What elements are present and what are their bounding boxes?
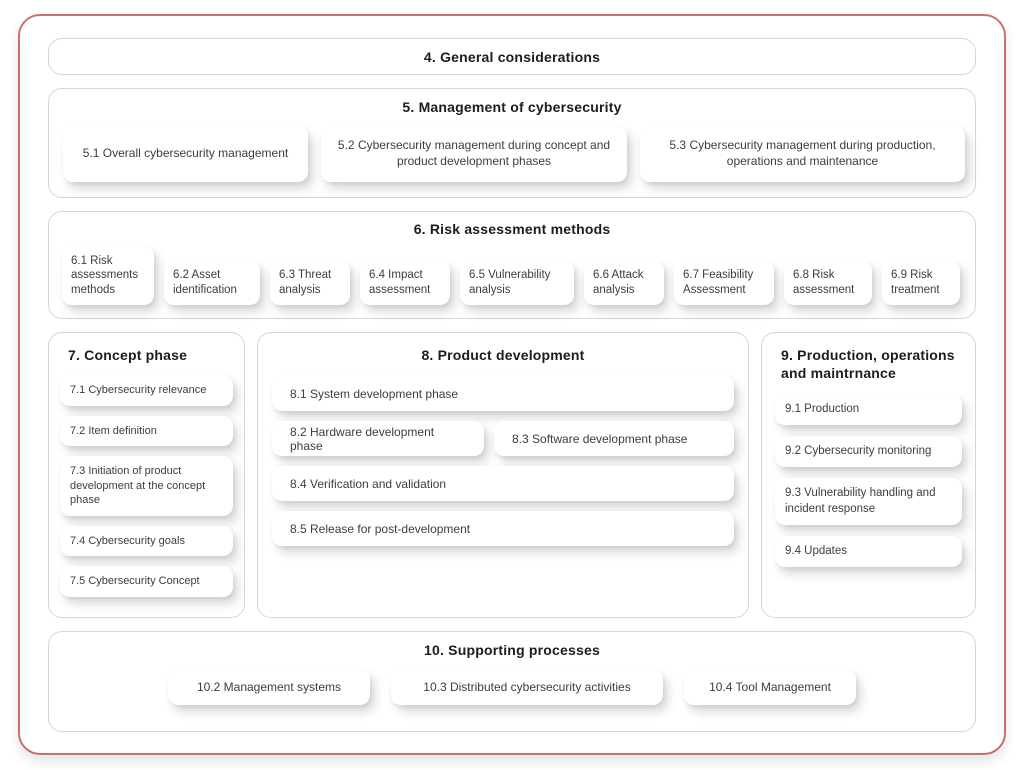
clause-card-10-3: 10.3 Distributed cybersecurity activitie… [391,669,663,705]
section-5-cards-row: 5.1 Overall cybersecurity management 5.2… [63,126,965,182]
section-7-cards-column: 7.1 Cybersecurity relevance 7.2 Item def… [60,375,233,597]
section-6-title: 6. Risk assessment methods [413,221,611,237]
clause-card-9-1: 9.1 Production [775,394,962,426]
clause-card-6-8: 6.8 Risk assessment [784,260,872,306]
section-management-of-cybersecurity: 5. Management of cybersecurity 5.1 Overa… [48,88,976,198]
clause-card-8-2: 8.2 Hardware development phase [272,421,484,456]
section-6-cards-row: 6.1 Risk assessments methods 6.2 Asset i… [62,246,962,306]
clause-card-9-2: 9.2 Cybersecurity monitoring [775,436,962,468]
clause-card-8-3: 8.3 Software development phase [494,421,734,456]
clause-card-7-2: 7.2 Item definition [60,415,233,447]
section-product-development: 8. Product development 8.1 System develo… [257,332,749,618]
clause-card-6-3: 6.3 Threat analysis [270,260,350,306]
clause-card-7-3: 7.3 Initiation of product development at… [60,456,233,516]
section-4-title: 4. General considerations [423,48,601,65]
section-supporting-processes: 10. Supporting processes 10.2 Management… [48,631,976,732]
section-concept-phase: 7. Concept phase 7.1 Cybersecurity relev… [48,332,245,618]
clause-card-8-1: 8.1 System development phase [272,376,734,411]
section-10-title: 10. Supporting processes [424,642,600,658]
clause-card-8-5: 8.5 Release for post-development [272,511,734,546]
standard-structure-diagram: 4. General considerations 5. Management … [18,14,1006,755]
clause-card-6-6: 6.6 Attack analysis [584,260,664,306]
section-7-title: 7. Concept phase [68,347,188,363]
clause-card-10-4: 10.4 Tool Management [684,669,856,705]
section-9-title: 9. Production, operations and maintrnanc… [781,347,955,381]
section-general-considerations: 4. General considerations [48,38,976,75]
section-8-cards-column: 8.1 System development phase 8.2 Hardwar… [272,376,734,546]
clause-card-9-3: 9.3 Vulnerability handling and incident … [775,478,962,525]
clause-card-5-3: 5.3 Cybersecurity management during prod… [640,126,965,182]
clause-card-8-4: 8.4 Verification and validation [272,466,734,501]
section-5-title: 5. Management of cybersecurity [402,99,622,115]
clause-card-9-4: 9.4 Updates [775,535,962,567]
clause-card-6-9: 6.9 Risk treatment [882,260,960,306]
clause-card-6-5: 6.5 Vulnerability analysis [460,260,574,306]
section-8-split-row: 8.2 Hardware development phase 8.3 Softw… [272,421,734,456]
clause-card-6-4: 6.4 Impact assessment [360,260,450,306]
clause-card-7-5: 7.5 Cybersecurity Concept [60,566,233,597]
clause-card-7-4: 7.4 Cybersecurity goals [60,525,233,557]
section-risk-assessment-methods: 6. Risk assessment methods 6.1 Risk asse… [48,211,976,319]
clause-card-5-1: 5.1 Overall cybersecurity management [63,126,308,182]
clause-card-6-1: 6.1 Risk assessments methods [62,246,154,306]
clause-card-6-2: 6.2 Asset identification [164,260,260,306]
section-9-cards-column: 9.1 Production 9.2 Cybersecurity monitor… [775,394,962,567]
section-8-title: 8. Product development [421,347,585,363]
lifecycle-phases-row: 7. Concept phase 7.1 Cybersecurity relev… [48,332,976,618]
clause-card-6-7: 6.7 Feasibility Assessment [674,260,774,306]
section-production-operations-maintenance: 9. Production, operations and maintrnanc… [761,332,976,618]
clause-card-7-1: 7.1 Cybersecurity relevance [60,375,233,406]
section-10-cards-row: 10.2 Management systems 10.3 Distributed… [63,669,961,705]
clause-card-10-2: 10.2 Management systems [168,669,370,705]
clause-card-5-2: 5.2 Cybersecurity management during conc… [321,126,627,182]
